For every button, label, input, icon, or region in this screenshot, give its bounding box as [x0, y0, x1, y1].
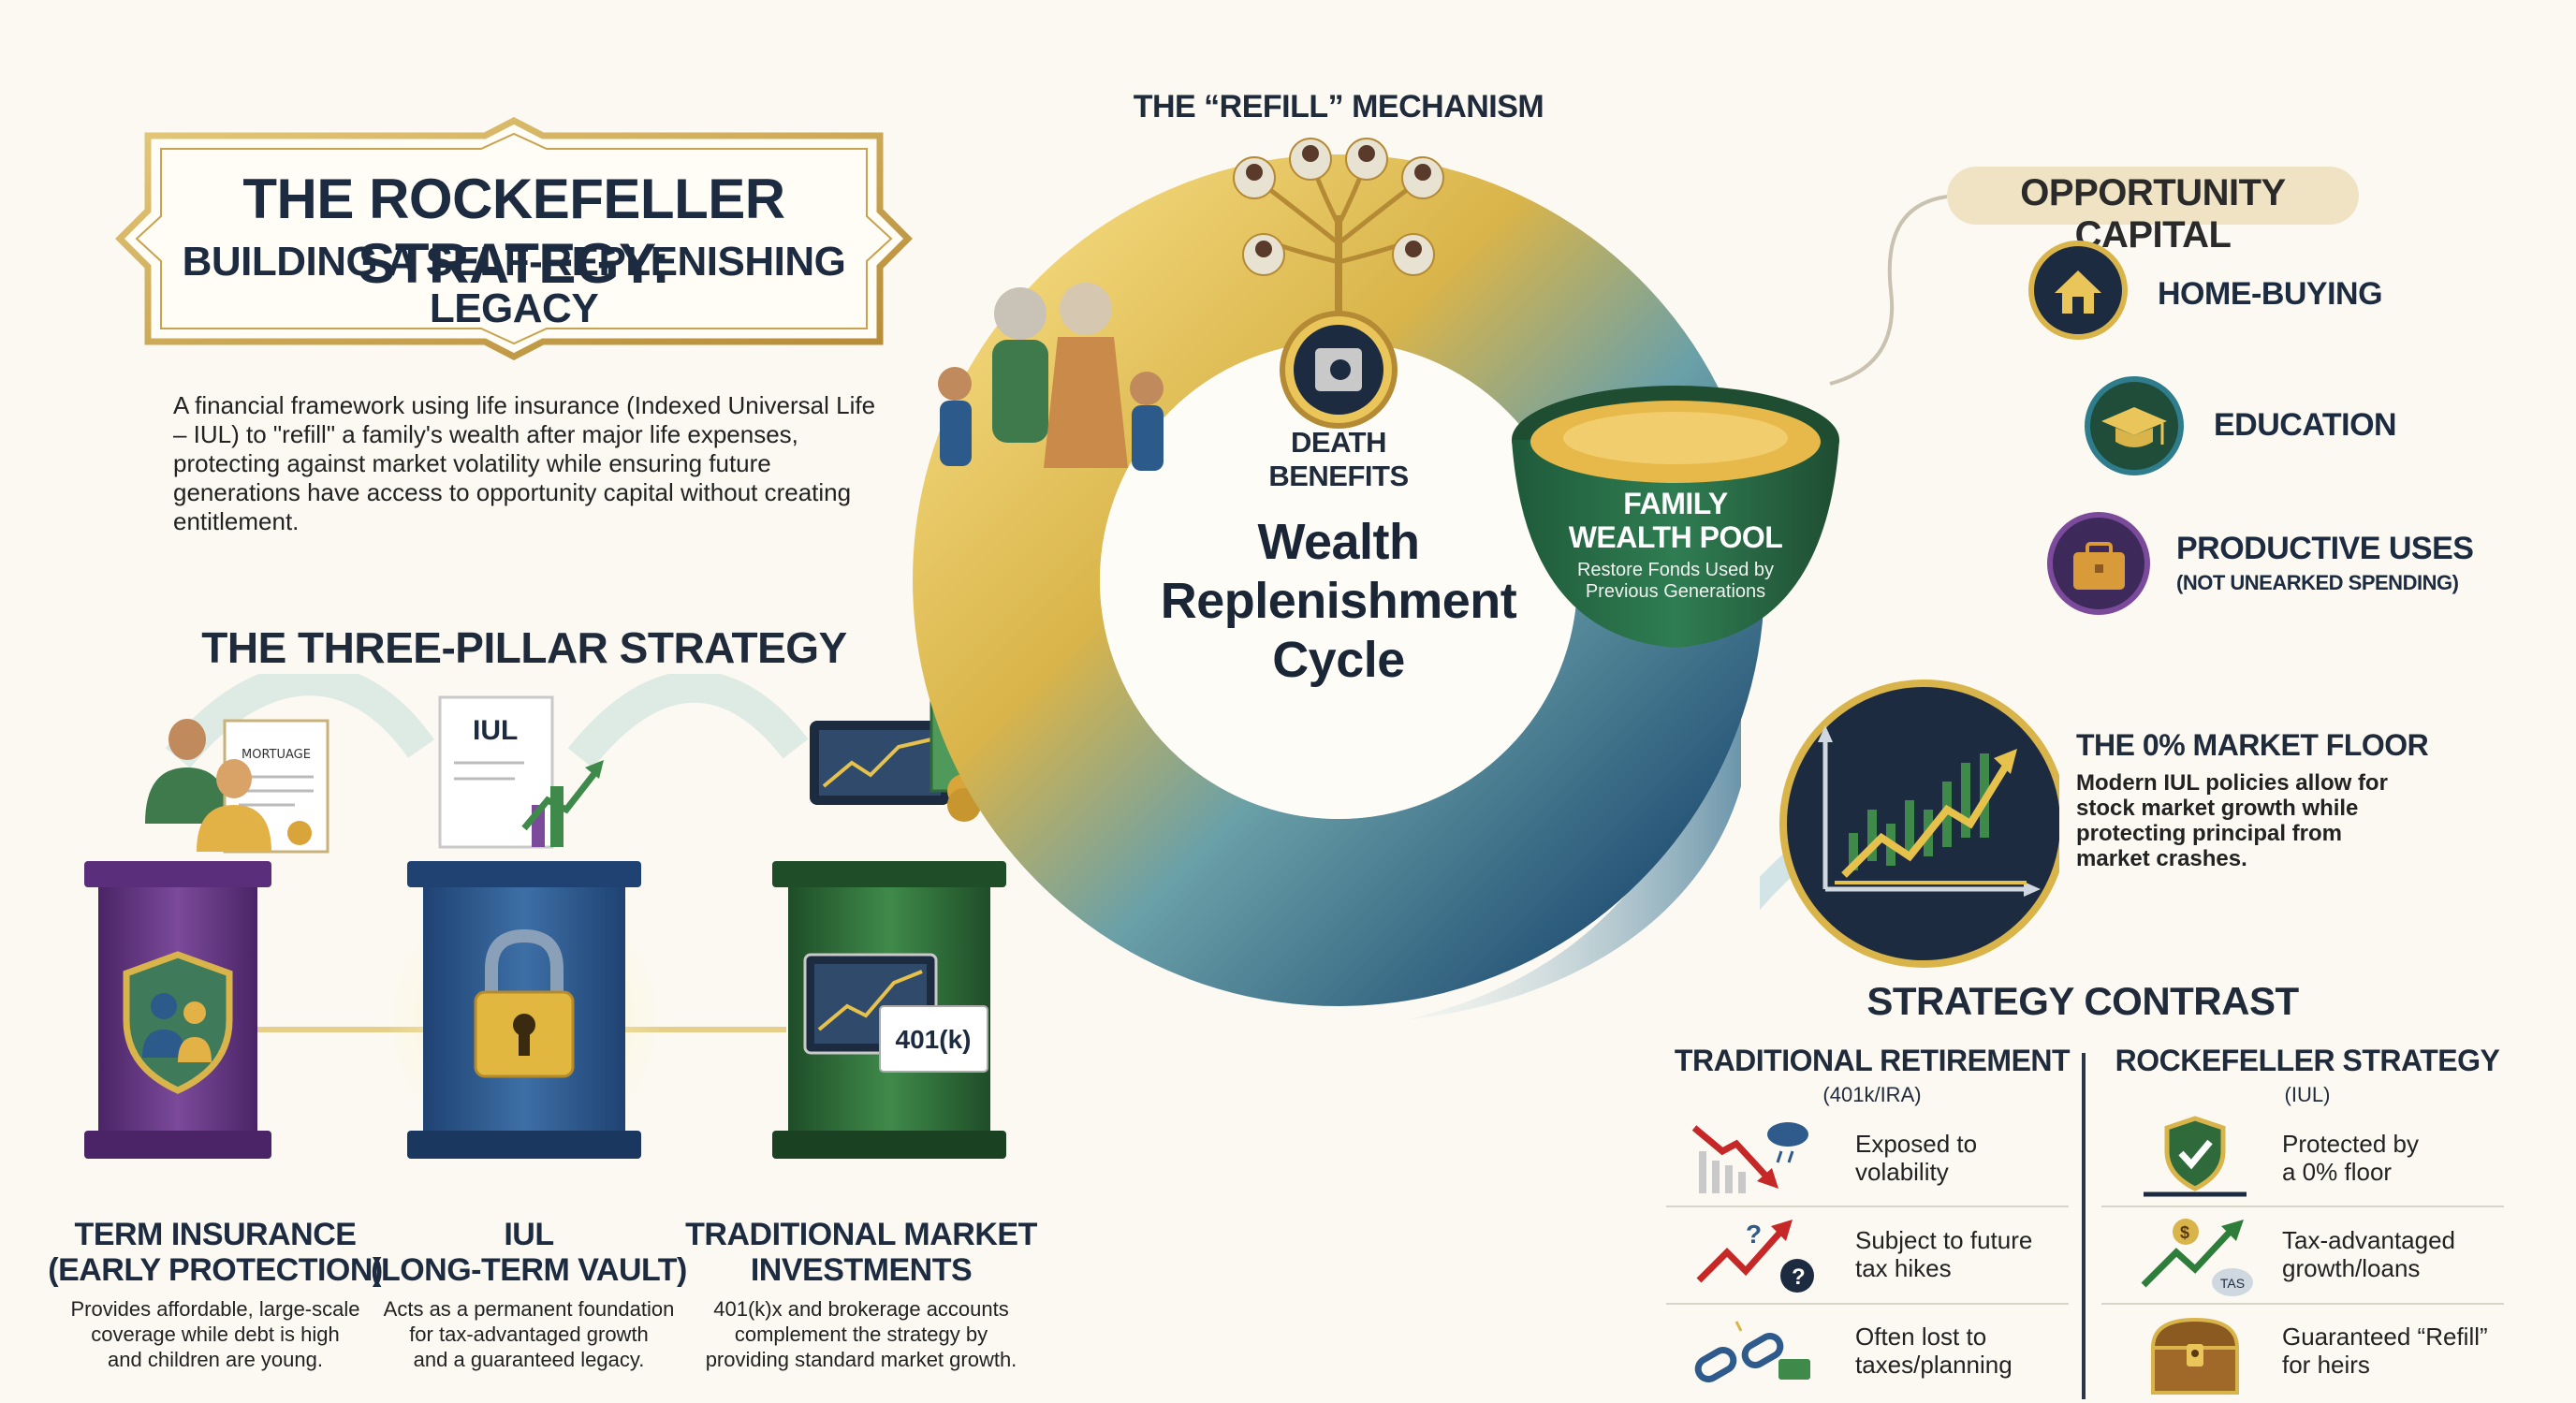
falling-chart-storm-icon — [1691, 1122, 1808, 1193]
market-floor-chart-icon — [1760, 680, 2059, 968]
page-subtitle: BUILDING A SELF-REPLENISHING LEGACY — [182, 239, 846, 331]
401k-doc-label: 401(k) — [896, 1025, 972, 1054]
pillar-1-title: TERM INSURANCE(EARLY PROTECTION) — [48, 1217, 383, 1288]
briefcase-icon — [2047, 512, 2150, 615]
tas-label: TAS — [2220, 1276, 2245, 1291]
opportunity-item-education: EDUCATION — [2214, 407, 2397, 443]
connector-line — [1829, 195, 1948, 386]
pillar-heading: THE THREE-PILLAR STRATEGY — [201, 623, 847, 672]
tax-growth-icon: $ TAS — [2141, 1219, 2253, 1296]
pillars-illustration: MORTUAGE IUL — [84, 674, 1006, 1161]
treasure-chest-icon — [2150, 1317, 2240, 1395]
row-divider — [2101, 1206, 2504, 1207]
traditional-investments-pillar: 401(k) — [772, 695, 1006, 1159]
intro-text: A financial framework using life insuran… — [173, 391, 876, 535]
rockefeller-column-header: ROCKEFELLER STRATEGY — [2115, 1044, 2500, 1077]
iul-doc-label: IUL — [473, 715, 518, 746]
coin-label: $ — [2180, 1223, 2189, 1242]
traditional-column-sub: (401k/IRA) — [1822, 1083, 1922, 1106]
pillar-2-title: IUL(LONG-TERM VAULT) — [371, 1217, 687, 1288]
broken-chain-icon — [1694, 1321, 1810, 1382]
market-floor-title: THE 0% MARKET FLOOR — [2076, 728, 2429, 762]
rockefeller-row-3: Guaranteed “Refill”for heirs — [2282, 1323, 2488, 1379]
row-divider — [2101, 1303, 2504, 1305]
replenishment-cycle-illustration — [913, 138, 1839, 1020]
iul-pillar: IUL — [384, 695, 665, 1161]
row-divider — [1666, 1206, 2069, 1207]
refill-mechanism-title: THE “REFILL” MECHANISM — [1133, 89, 1544, 124]
opportunity-capital-pill — [1947, 167, 2359, 225]
row-divider — [1666, 1303, 2069, 1305]
svg-text:?: ? — [1746, 1220, 1762, 1249]
column-divider — [2082, 1053, 2086, 1399]
opportunity-item-productive: PRODUCTIVE USES — [2176, 531, 2474, 566]
opportunity-item-productive-sub: (NOT UNEARKED SPENDING) — [2176, 571, 2459, 594]
graduation-cap-icon — [2085, 376, 2184, 475]
shield-check-icon — [2144, 1116, 2247, 1197]
opportunity-capital-title: OPPORTUNITY CAPITAL — [2020, 172, 2286, 256]
family-group — [938, 283, 1164, 471]
traditional-column-header: TRADITIONAL RETIREMENT — [1674, 1044, 2071, 1077]
strategy-contrast-title: STRATEGY CONTRAST — [1866, 979, 2299, 1023]
mortgage-doc-label: MORTUAGE — [242, 748, 311, 762]
svg-text:?: ? — [1792, 1264, 1806, 1290]
tax-question-icon: ? ? — [1696, 1220, 1814, 1293]
house-icon — [2028, 241, 2128, 340]
page-title: THE ROCKEFELLER STRATEGY: — [242, 168, 785, 295]
rockefeller-column-sub: (IUL) — [2284, 1083, 2331, 1106]
term-insurance-pillar: MORTUAGE — [84, 719, 329, 1159]
title-frame — [115, 117, 913, 360]
opportunity-item-home: HOME-BUYING — [2158, 276, 2383, 312]
